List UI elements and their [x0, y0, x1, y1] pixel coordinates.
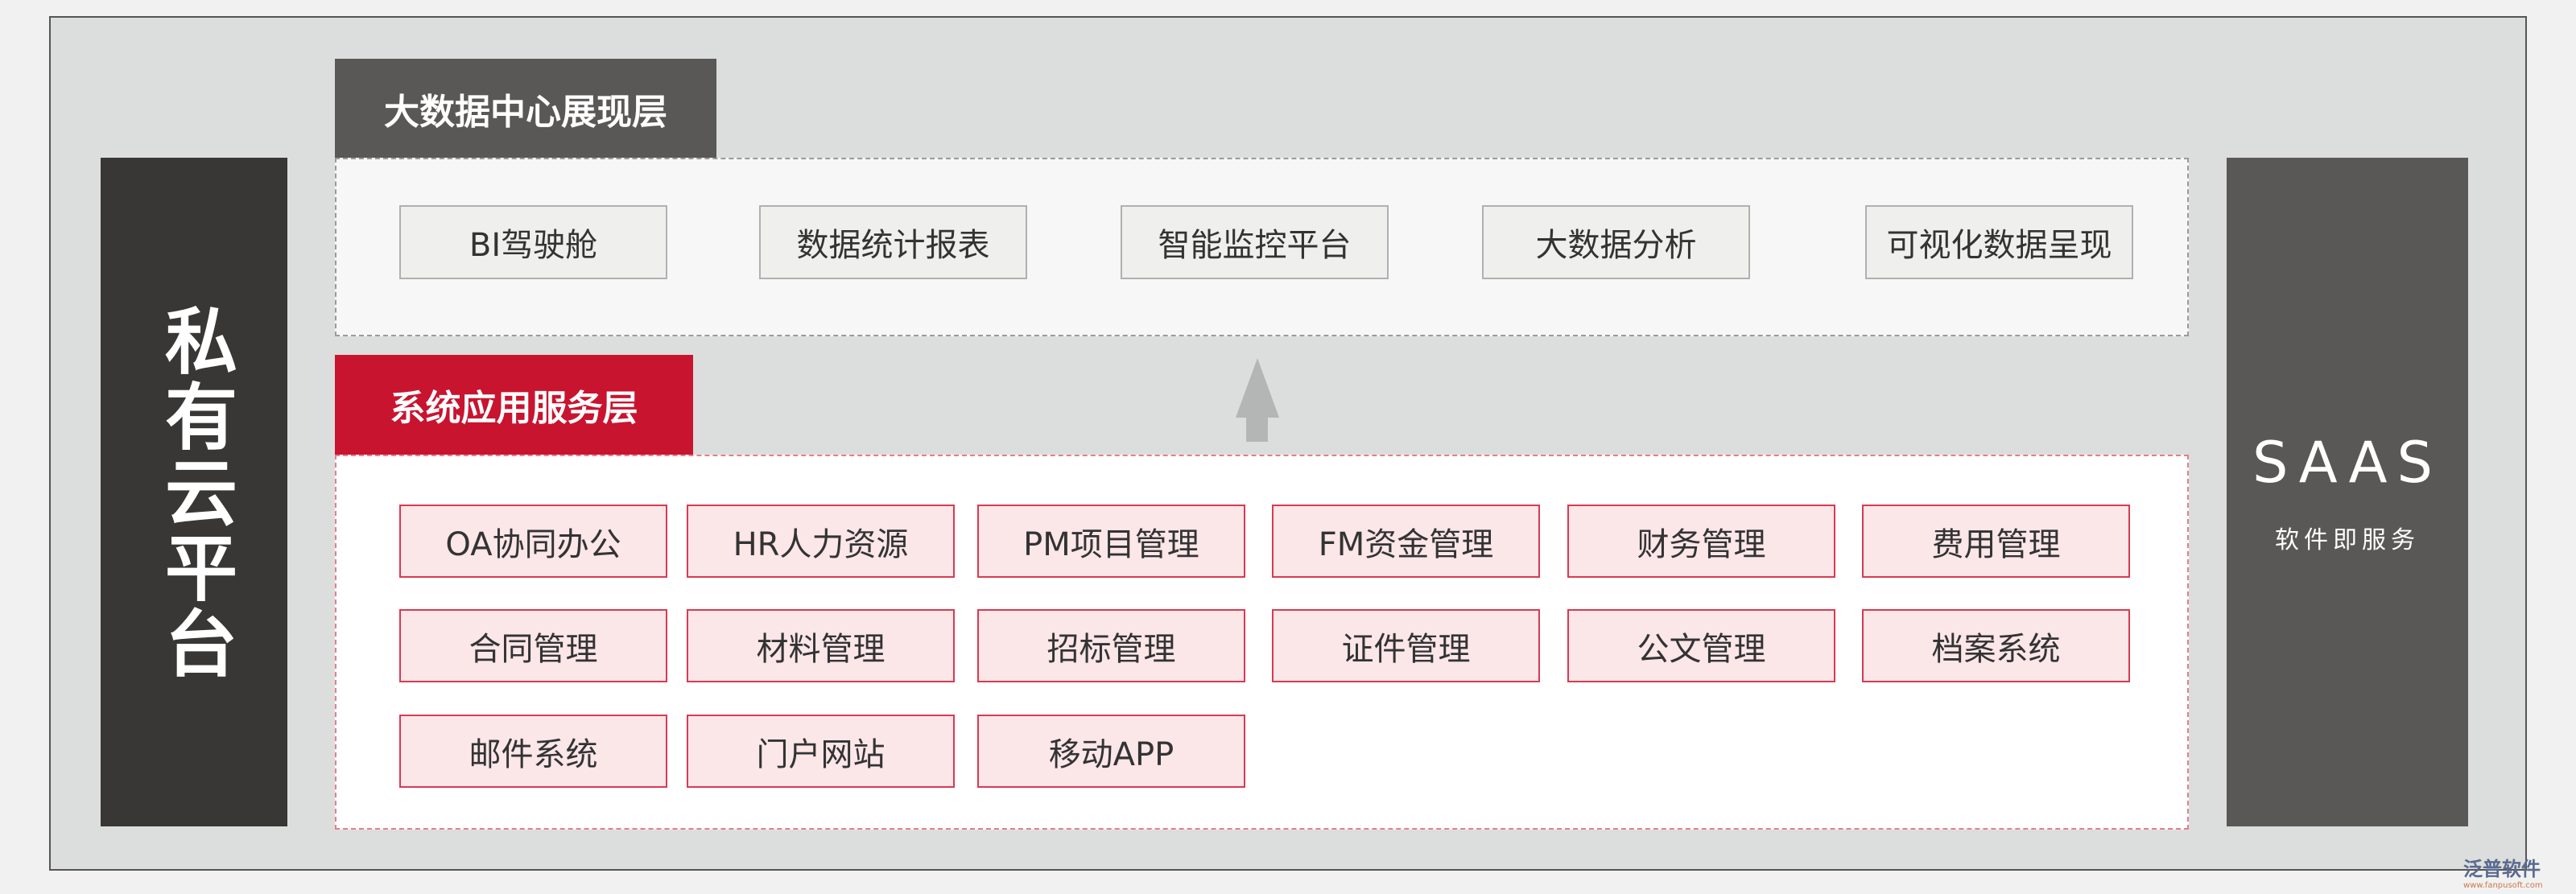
- service-layer-label: 系统应用服务层: [335, 355, 693, 455]
- service-item: FM资金管理: [1272, 505, 1540, 578]
- service-item: 招标管理: [977, 609, 1245, 682]
- service-item: OA协同办公: [399, 505, 667, 578]
- service-item: 费用管理: [1862, 505, 2130, 578]
- saas-title: SAAS: [2252, 429, 2442, 496]
- service-item: 财务管理: [1567, 505, 1835, 578]
- watermark-logo: 泛普软件 www.fanpusoft.com: [2463, 853, 2576, 893]
- up-arrow-icon: [1236, 358, 1279, 442]
- service-item: 门户网站: [687, 715, 955, 788]
- service-item: PM项目管理: [977, 505, 1245, 578]
- private-cloud-bar: 私有云平台: [101, 158, 287, 826]
- service-item: 证件管理: [1272, 609, 1540, 682]
- saas-bar: SAAS 软件即服务: [2227, 158, 2468, 826]
- service-item: 档案系统: [1862, 609, 2130, 682]
- saas-subtitle: 软件即服务: [2275, 525, 2420, 554]
- private-cloud-label: 私有云平台: [152, 303, 237, 682]
- service-item: 材料管理: [687, 609, 955, 682]
- watermark-url: www.fanpusoft.com: [2463, 881, 2543, 890]
- service-item: 合同管理: [399, 609, 667, 682]
- service-item: HR人力资源: [687, 505, 955, 578]
- service-item: 公文管理: [1567, 609, 1835, 682]
- presentation-item: 数据统计报表: [759, 205, 1027, 279]
- watermark-name: 泛普软件: [2463, 858, 2541, 880]
- service-item: 邮件系统: [399, 715, 667, 788]
- presentation-item: BI驾驶舱: [399, 205, 667, 279]
- presentation-item: 智能监控平台: [1121, 205, 1389, 279]
- presentation-layer-label: 大数据中心展现层: [335, 59, 716, 158]
- service-item: 移动APP: [977, 715, 1245, 788]
- presentation-item: 大数据分析: [1482, 205, 1750, 279]
- presentation-item: 可视化数据呈现: [1865, 205, 2133, 279]
